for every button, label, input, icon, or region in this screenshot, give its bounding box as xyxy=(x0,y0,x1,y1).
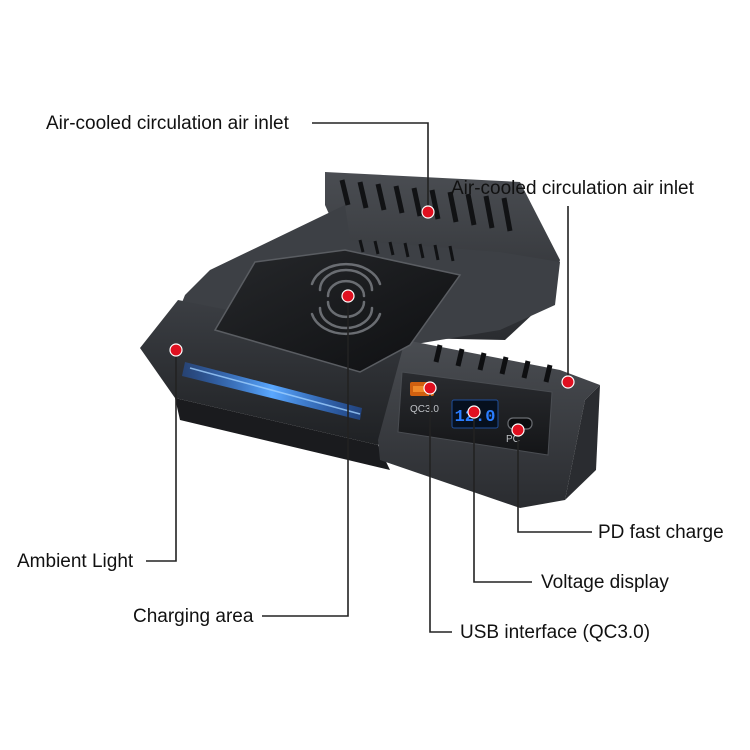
marker-charging-area xyxy=(341,289,355,303)
right-console-side xyxy=(565,385,600,500)
charging-pad xyxy=(213,249,462,373)
label-air-inlet-right: Air-cooled circulation air inlet xyxy=(451,178,695,199)
rear-vents xyxy=(339,179,513,232)
label-voltage-display: Voltage display xyxy=(541,572,669,593)
pd-port-label: PC xyxy=(506,434,520,445)
leader-voltage-display xyxy=(473,412,532,583)
leader-pd-fast-charge xyxy=(517,436,592,533)
ambient-light-strip xyxy=(182,362,362,420)
inner-vents xyxy=(358,239,455,262)
leader-air-inlet-left xyxy=(312,122,429,212)
marker-usb-interface xyxy=(423,381,437,395)
label-ambient-light: Ambient Light xyxy=(17,551,134,572)
label-air-inlet-left: Air-cooled circulation air inlet xyxy=(46,113,290,134)
leader-lines xyxy=(146,122,592,633)
marker-pd-fast-charge xyxy=(511,423,525,437)
marker-voltage-display xyxy=(467,405,481,419)
marker-ambient-light xyxy=(169,343,183,357)
bottom-lip xyxy=(175,398,390,470)
console-vents xyxy=(433,344,553,383)
label-usb-interface: USB interface (QC3.0) xyxy=(460,622,650,643)
label-charging-area: Charging area xyxy=(133,606,254,627)
usb-port-label: QC3.0 xyxy=(410,404,439,415)
charger-device: QC3.0 12.0 PC xyxy=(140,172,600,508)
marker-air-inlet-left xyxy=(421,205,435,219)
leader-charging-area xyxy=(262,296,349,617)
label-pd-fast-charge: PD fast charge xyxy=(598,522,724,543)
leader-usb-interface xyxy=(429,388,452,633)
marker-air-inlet-right xyxy=(561,375,575,389)
callout-labels: Air-cooled circulation air inlet Air-coo… xyxy=(17,113,724,643)
callout-markers xyxy=(169,205,575,437)
wireless-charging-icon xyxy=(310,262,382,336)
leader-ambient-light xyxy=(146,350,177,562)
